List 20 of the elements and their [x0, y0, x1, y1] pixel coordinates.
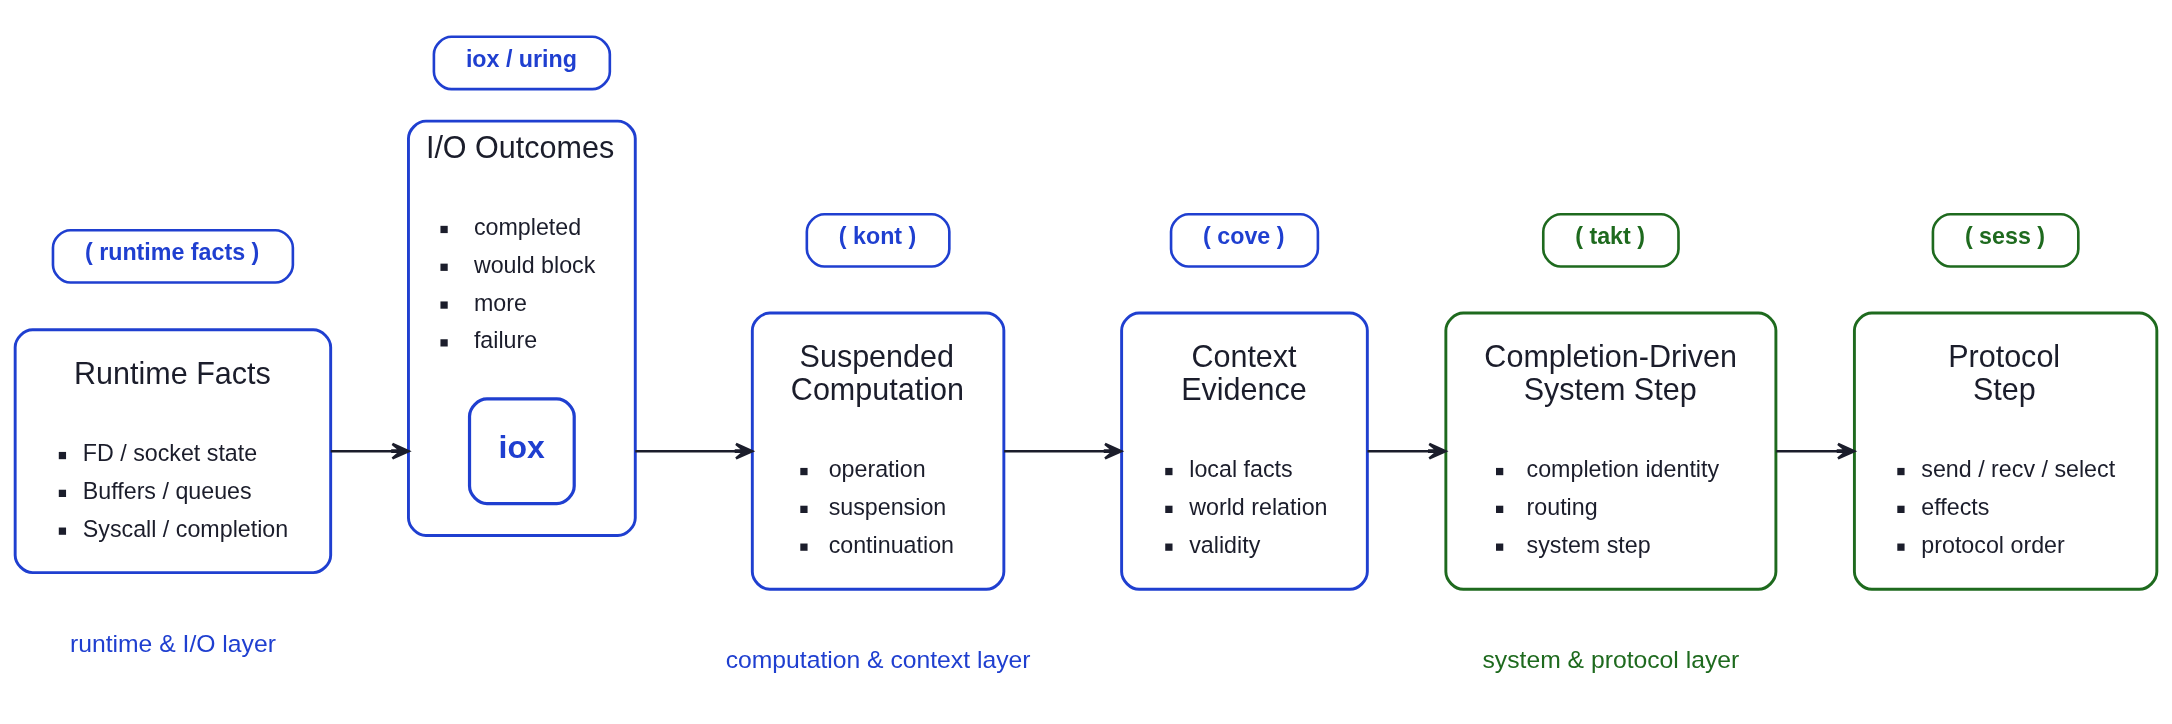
node-box: ( takt ): [1541, 212, 1680, 268]
node-box: Protocol Step send / recv / select effects protocol order: [1852, 311, 2159, 591]
node-box: Runtime Facts FD / socket state Buffers / queues Syscall / completion: [13, 327, 333, 574]
node-box: Suspended Computation operation suspension continuation: [750, 311, 1006, 591]
label: system & protocol layer: [1482, 645, 1740, 673]
node-box: iox / uring: [432, 35, 612, 90]
arrow: [330, 442, 410, 460]
node-box: Completion-Driven System Step completion identity routing system step: [1444, 311, 1778, 591]
label: runtime & I/O layer: [69, 629, 276, 657]
arrow: [1367, 442, 1447, 460]
node-box: ( sess ): [1931, 212, 2080, 268]
node-box: Context Evidence local facts world relation validity: [1120, 311, 1369, 591]
label: computation & context layer: [725, 645, 1031, 673]
arrow: [1004, 442, 1123, 460]
node-box: ( cove ): [1169, 212, 1320, 268]
node-box: ( runtime facts ): [51, 228, 295, 284]
node-box: ( kont ): [805, 212, 951, 268]
node-box: iox: [467, 396, 576, 505]
arrow: [635, 442, 754, 460]
arrow: [1776, 442, 1856, 460]
